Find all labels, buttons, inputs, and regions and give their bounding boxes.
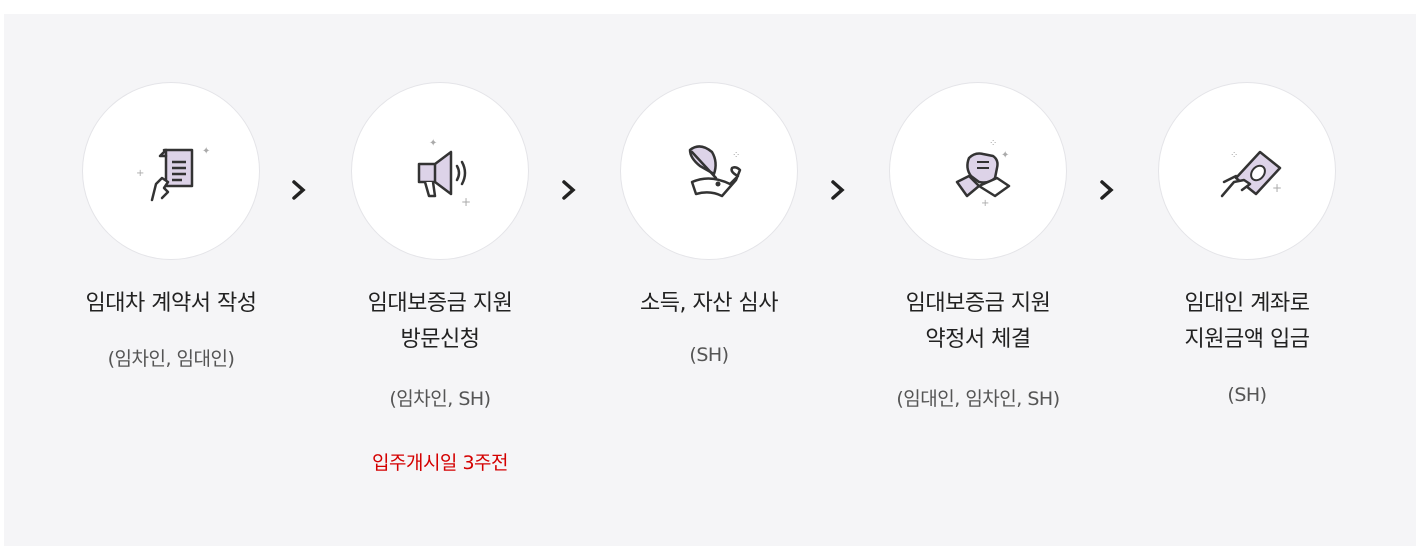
svg-text:+: +: [136, 168, 144, 179]
quill-scroll-icon: ⁘: [688, 145, 742, 198]
svg-text:✦: ✦: [202, 146, 210, 157]
step-2-note: 입주개시일 3주전: [372, 452, 509, 474]
step-1-title: 임대차 계약서 작성: [85, 291, 257, 316]
step-1-sub: (임차인, 임대인): [107, 348, 235, 370]
money-hand-icon: ⁘ +: [1220, 150, 1282, 198]
handshake-icon: ⁘ ✦ +: [955, 138, 1011, 209]
svg-text:⁘: ⁘: [732, 150, 740, 161]
step-5-sub: (SH): [1227, 384, 1267, 406]
svg-text:+: +: [1272, 181, 1282, 195]
svg-text:✦: ✦: [1001, 150, 1009, 161]
step-3-title: 소득, 자산 심사: [640, 291, 778, 316]
svg-text:⁘: ⁘: [989, 138, 997, 149]
chevron-right-icon: [562, 180, 576, 200]
document-hand-icon: + ✦: [136, 146, 210, 202]
step-5-circle: ⁘ +: [1158, 82, 1336, 260]
step-2-title-line1: 임대보증금 지원: [367, 291, 513, 316]
svg-text:✦: ✦: [429, 138, 437, 149]
step-3-sub: (SH): [689, 344, 729, 366]
megaphone-icon: ✦ +: [417, 138, 471, 209]
svg-text:+: +: [461, 195, 471, 209]
process-panel: + ✦ 임대차 계약서 작성 (임차인, 임대인) ✦ + 임대보증금 지원 방…: [4, 14, 1416, 546]
chevron-right-icon: [1100, 180, 1114, 200]
step-2-circle: ✦ +: [351, 82, 529, 260]
step-3-circle: ⁘: [620, 82, 798, 260]
step-2-sub: (임차인, SH): [389, 388, 491, 410]
step-5-title: 임대인 계좌로 지원금액 입금: [1117, 286, 1377, 358]
step-4-title-line1: 임대보증금 지원: [905, 291, 1051, 316]
chevron-right-icon: [831, 180, 845, 200]
svg-text:⁘: ⁘: [1230, 150, 1238, 161]
step-4-sub: (임대인, 임차인, SH): [896, 388, 1060, 410]
step-2-title-line2: 방문신청: [400, 327, 480, 352]
step-4-circle: ⁘ ✦ +: [889, 82, 1067, 260]
step-4-title-line2: 약정서 체결: [925, 327, 1031, 352]
chevron-right-icon: [292, 180, 306, 200]
step-4-title: 임대보증금 지원 약정서 체결: [848, 286, 1108, 358]
step-1-circle: + ✦: [82, 82, 260, 260]
step-2-title: 임대보증금 지원 방문신청: [310, 286, 570, 358]
step-5-title-line2: 지원금액 입금: [1184, 327, 1310, 352]
svg-text:+: +: [981, 198, 989, 209]
step-5-title-line1: 임대인 계좌로: [1184, 291, 1310, 316]
